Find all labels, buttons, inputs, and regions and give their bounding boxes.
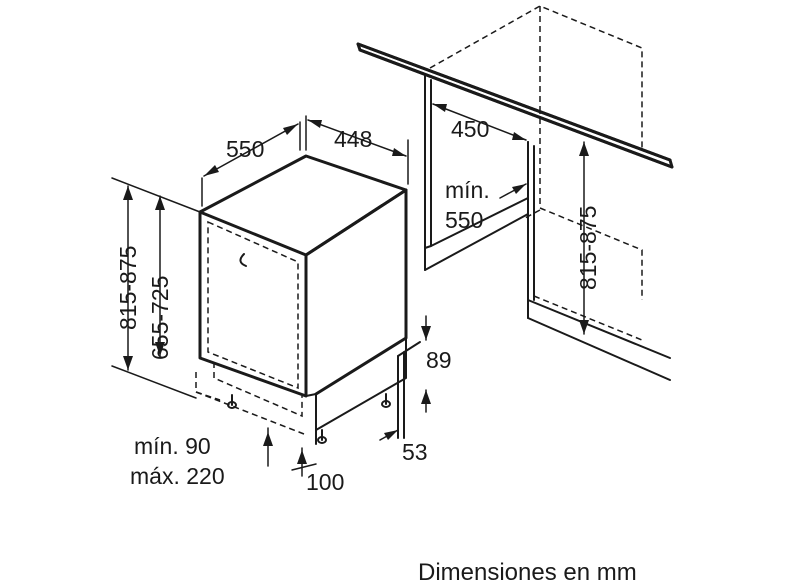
plinth-gap-max-label: máx. 220 [130, 463, 225, 489]
niche-depth-min-label: mín. [445, 177, 490, 203]
plinth-height-label: 89 [426, 347, 452, 373]
plinth-gap-dimension [263, 427, 273, 467]
niche-height-right-dimension [579, 141, 589, 335]
niche-outline [356, 5, 674, 381]
niche-width-dimension [432, 103, 527, 141]
appliance-height-label: 655-725 [147, 276, 173, 360]
plinth-depth-dimension [379, 429, 399, 441]
niche-height-left-label: 815-875 [115, 246, 141, 330]
width-dimension [305, 115, 409, 185]
units-caption: Dimensiones en mm [418, 559, 637, 586]
niche-height-right-label: 815-875 [575, 206, 601, 290]
width-label: 448 [334, 126, 372, 152]
plinth-depth-label: 53 [402, 439, 428, 465]
niche-width-label: 450 [451, 116, 489, 142]
niche-height-left-dimension [111, 177, 201, 399]
niche-depth-dimension [499, 183, 527, 199]
plinth-height-dimension [421, 315, 431, 413]
plinth-offset-label: 100 [306, 469, 344, 495]
dishwasher-body [195, 154, 421, 445]
plinth-offset-dimension [291, 447, 317, 477]
niche-depth-value-label: 550 [445, 207, 483, 233]
depth-label: 550 [226, 136, 264, 162]
plinth-gap-min-label: mín. 90 [134, 433, 211, 459]
depth-dimension [201, 121, 301, 207]
appliance-height-dimension [155, 195, 165, 357]
